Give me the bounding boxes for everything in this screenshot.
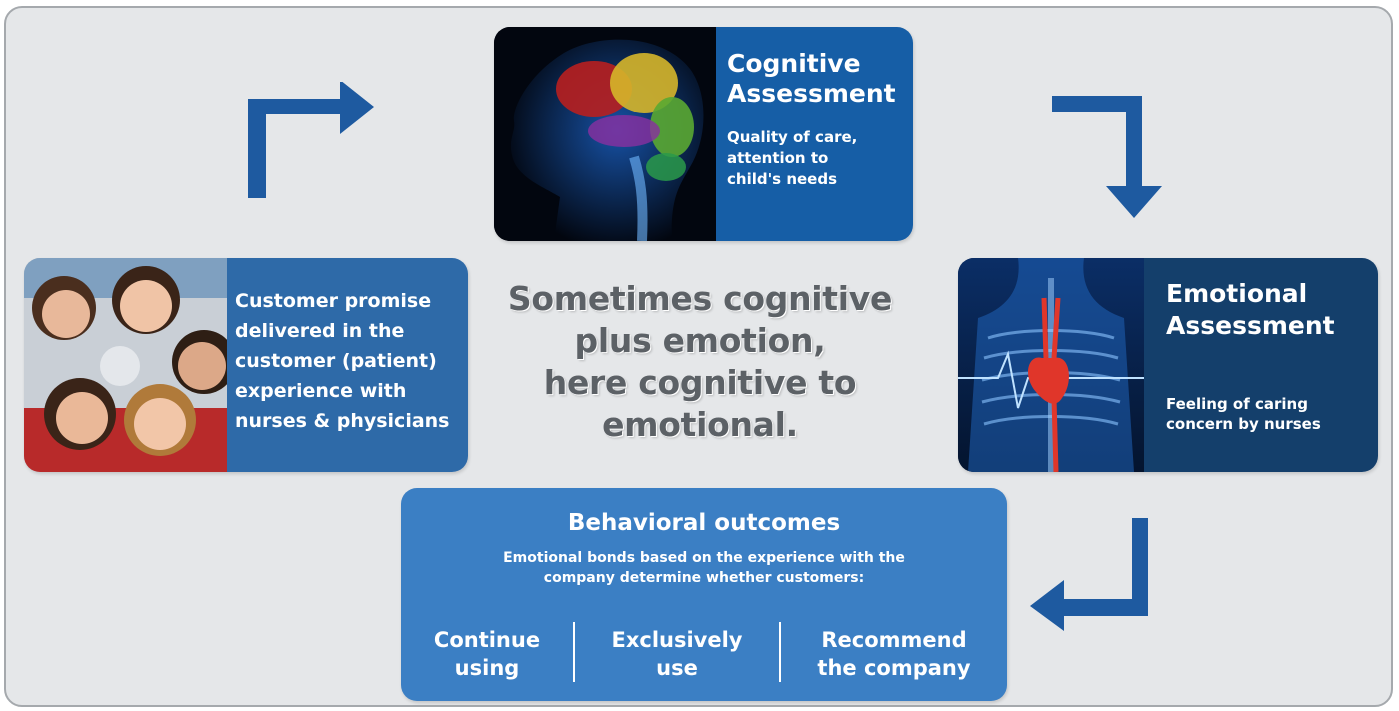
option-exclusively-use: Exclusively use (573, 622, 779, 682)
heart-xray-image (958, 258, 1144, 472)
center-line2: plus emotion, (574, 321, 826, 360)
option-continue-using: Continue using (401, 622, 573, 682)
emotional-assessment-card: Emotional Assessment Feeling of caring c… (958, 258, 1378, 472)
brain-scan-image (494, 27, 716, 241)
emotional-desc-line1: Feeling of caring (1166, 395, 1308, 413)
option-line1: Exclusively (611, 628, 743, 652)
option-recommend-company: Recommend the company (779, 622, 1007, 682)
customer-line1: Customer promise (235, 290, 432, 312)
cognitive-desc-line1: Quality of care, (727, 128, 858, 146)
emotional-desc-line2: concern by nurses (1166, 415, 1321, 433)
cognitive-description: Quality of care, attention to child's ne… (727, 127, 913, 190)
customer-line4: experience with (235, 380, 407, 402)
option-line1: Continue (433, 628, 541, 652)
option-line2: the company (817, 656, 971, 680)
emotional-description: Feeling of caring concern by nurses (1166, 394, 1378, 434)
cognitive-title-line1: Cognitive (727, 49, 861, 78)
behavioral-outcomes-box: Behavioral outcomes Emotional bonds base… (401, 488, 1007, 701)
group-of-friends-photo (24, 258, 227, 472)
behavioral-outcomes-description: Emotional bonds based on the experience … (461, 548, 947, 588)
cognitive-desc-line3: child's needs (727, 170, 838, 188)
arrow-down-left-icon (1030, 518, 1148, 631)
behavior-desc-line2: company determine whether customers: (543, 570, 865, 586)
emotional-title-line2: Assessment (1166, 311, 1335, 340)
center-caption: Sometimes cognitive plus emotion, here c… (480, 278, 920, 446)
emotional-title-line1: Emotional (1166, 279, 1308, 308)
arrow-right-down-icon (1052, 96, 1162, 218)
cognitive-desc-line2: attention to (727, 149, 829, 167)
option-line2: using (454, 656, 520, 680)
option-line1: Recommend (821, 628, 967, 652)
cognitive-assessment-card: Cognitive Assessment Quality of care, at… (494, 27, 913, 241)
behavioral-outcomes-title: Behavioral outcomes (567, 510, 841, 536)
customer-line5: nurses & physicians (235, 410, 450, 432)
option-line2: use (656, 656, 698, 680)
customer-line3: customer (patient) (235, 350, 437, 372)
center-line4: emotional. (602, 405, 798, 444)
behavioral-options: Continue using Exclusively use Recommend… (401, 622, 1007, 682)
cognitive-title-line2: Assessment (727, 79, 896, 108)
center-line1: Sometimes cognitive (507, 279, 893, 318)
center-line3: here cognitive to (543, 363, 857, 402)
customer-promise-card: Customer promise delivered in the custom… (24, 258, 468, 472)
customer-line2: delivered in the (235, 320, 405, 342)
arrow-up-right-icon (248, 82, 374, 198)
behavior-desc-line1: Emotional bonds based on the experience … (503, 550, 905, 566)
